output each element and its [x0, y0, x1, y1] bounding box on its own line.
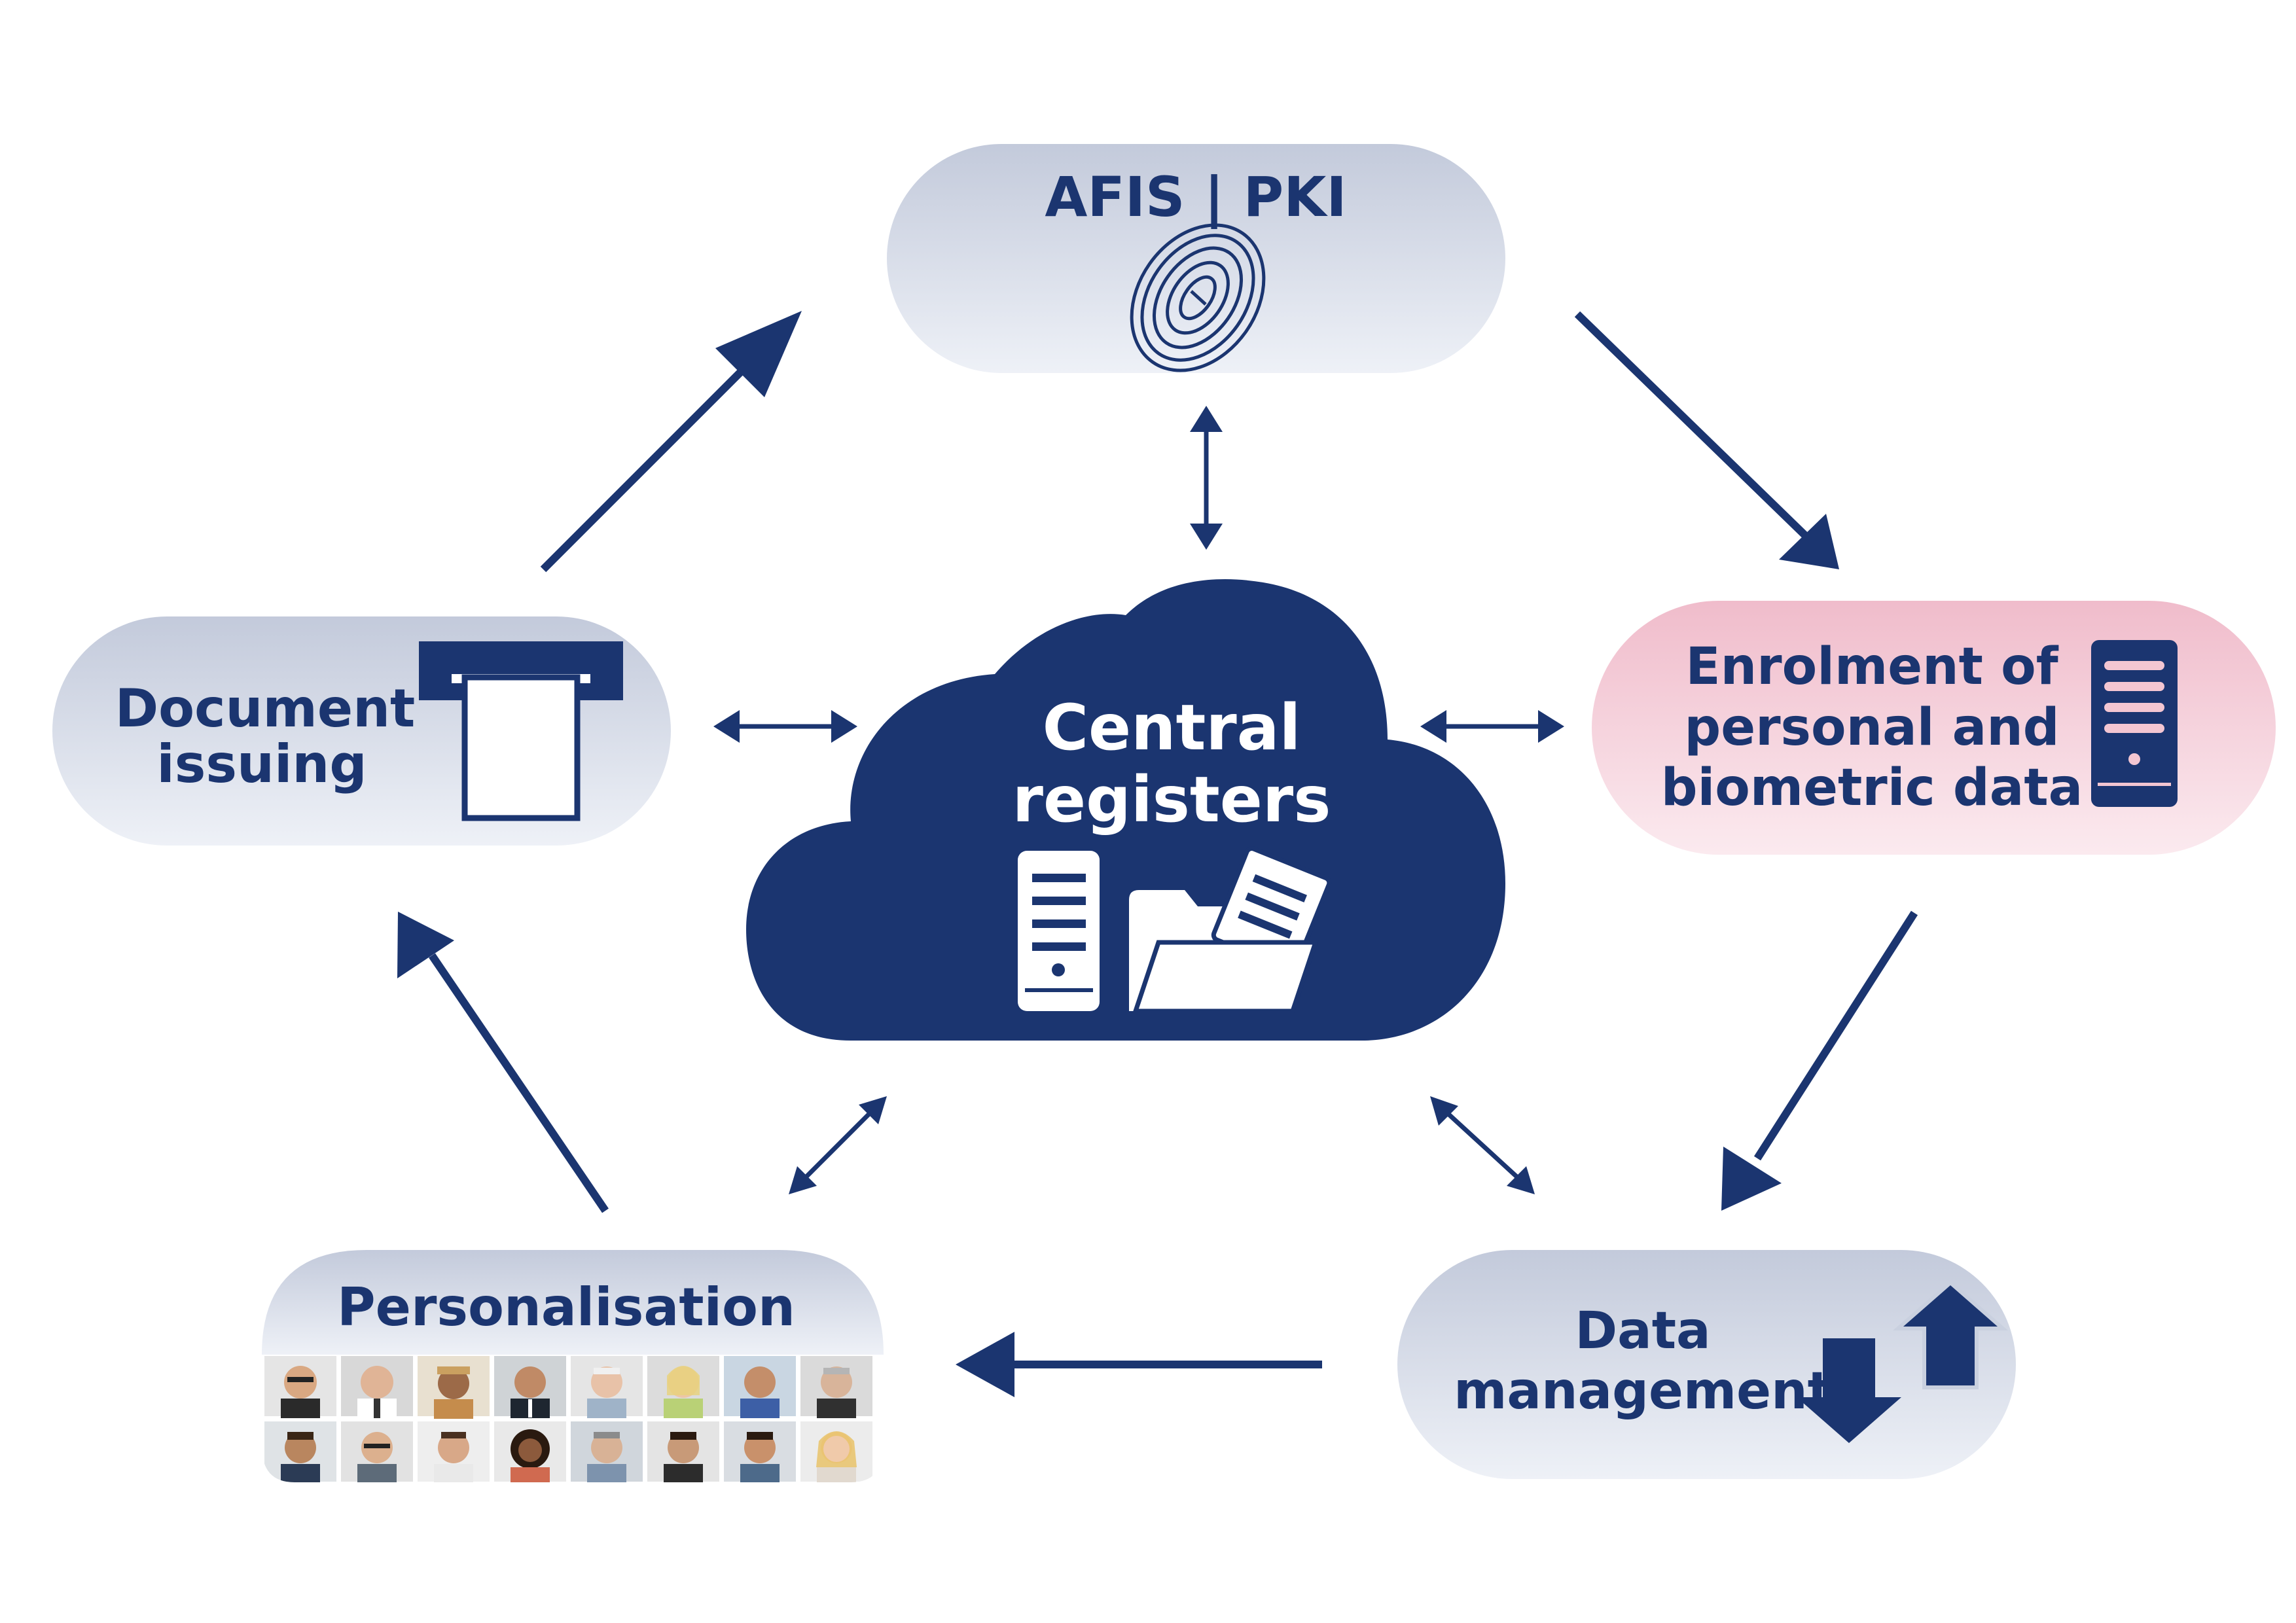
- arrowhead-data-to-personalisation: [956, 1332, 1014, 1397]
- node-data-management[interactable]: Data management: [1397, 1250, 2016, 1479]
- document-issuing-line2: issuing: [156, 734, 367, 794]
- cycle-arrows: [397, 311, 1918, 1397]
- afis-pill: [887, 144, 1505, 373]
- folder-document-icon: [1129, 846, 1332, 1014]
- node-afis-pki[interactable]: AFIS | PKI: [887, 144, 1505, 396]
- double-arrow-cloud-data: [1441, 1107, 1524, 1183]
- enrolment-server-icon: [2091, 640, 2178, 807]
- document-issuing-line1: Document: [115, 678, 416, 739]
- arrowhead-issuing-to-afis: [715, 311, 802, 397]
- data-management-line2: management: [1454, 1362, 1832, 1421]
- arrow-issuing-to-afis: [540, 344, 769, 573]
- cloud-shape: [746, 579, 1505, 1041]
- fingerprint-icon: [1130, 223, 1266, 372]
- node-personalisation[interactable]: Personalisation: [262, 1250, 884, 1484]
- cloud-link-arrows: [713, 406, 1564, 1194]
- node-enrolment[interactable]: Enrolment of personal and biometric data: [1592, 601, 2276, 855]
- face-portraits-grid: [264, 1356, 872, 1482]
- server-icon: [1018, 851, 1100, 1011]
- arrow-afis-to-enrolment: [1574, 311, 1810, 540]
- arrowhead-personalisation-to-issuing: [397, 912, 454, 978]
- afis-label: AFIS | PKI: [1045, 165, 1346, 229]
- cloud-title-line1: Central: [1043, 691, 1301, 764]
- arrow-enrolment-to-data: [1753, 910, 1918, 1161]
- enrolment-line2: personal and: [1684, 698, 2059, 757]
- arrow-personalisation-to-issuing: [429, 953, 609, 1213]
- central-registers-cloud: Central registers: [746, 579, 1505, 1041]
- enrolment-line1: Enrolment of: [1685, 637, 2058, 696]
- document-slot-icon: [419, 641, 623, 821]
- data-management-line1: Data: [1575, 1302, 1710, 1361]
- double-arrow-cloud-personalisation: [800, 1107, 876, 1183]
- node-document-issuing[interactable]: Document issuing: [52, 616, 671, 846]
- arrowhead-afis-to-enrolment: [1779, 514, 1839, 569]
- cloud-title-line2: registers: [1013, 763, 1331, 836]
- up-down-arrows-icon: [1797, 1280, 2008, 1443]
- arrowhead-enrolment-to-data: [1721, 1147, 1782, 1211]
- personalisation-tab: [262, 1250, 884, 1355]
- personalisation-label: Personalisation: [337, 1277, 795, 1338]
- enrolment-line3: biometric data: [1661, 758, 2083, 817]
